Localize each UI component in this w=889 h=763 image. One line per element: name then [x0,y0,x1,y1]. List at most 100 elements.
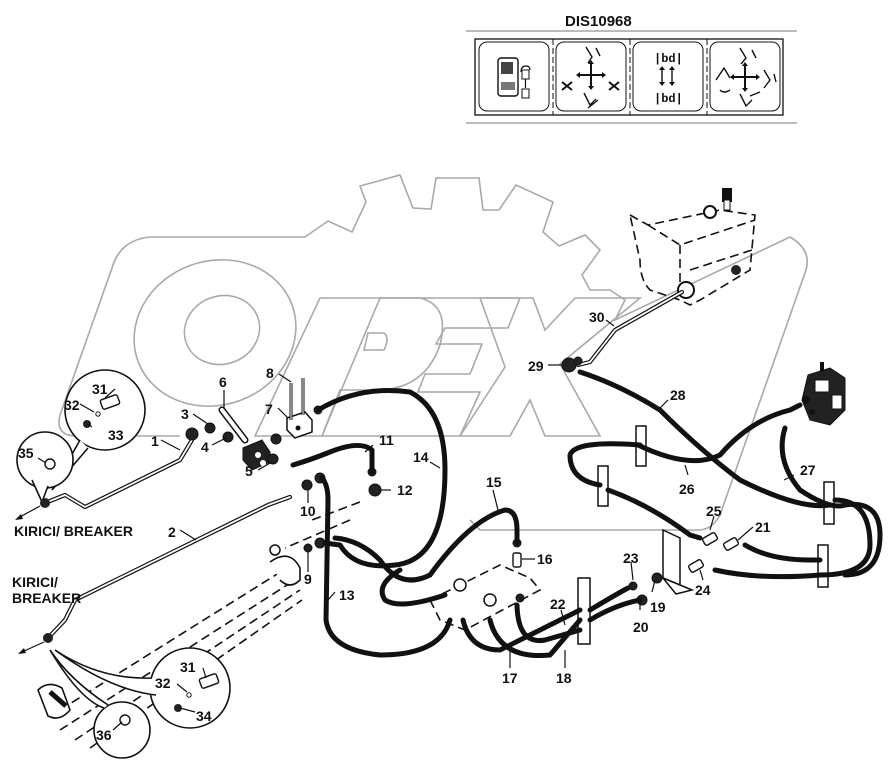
fitting-12 [368,483,382,497]
part-32a [95,411,101,417]
fitting-25 [701,532,719,546]
callout-22: 22 [550,596,566,612]
callout-36: 36 [96,727,112,743]
part-32b [186,692,192,698]
callout-32-bottom: 32 [155,675,171,691]
part-34 [174,704,182,712]
fitting-21 [722,537,740,551]
callout-33: 33 [108,427,124,443]
side-labels: KIRICI/ BREAKER KIRICI/ BREAKER [12,523,133,606]
breaker-label-bottom-line2: BREAKER [12,590,81,606]
callout-30: 30 [589,309,605,325]
callout-28: 28 [670,387,686,403]
excavator-controls-x-icon [555,41,627,112]
callouts: 1 2 3 4 5 6 7 8 9 10 11 12 13 14 15 16 1… [18,309,816,743]
callout-7: 7 [265,401,273,417]
callout-2: 2 [168,524,176,540]
fitting-16 [512,552,522,568]
breaker-label-bottom-line1: KIRICI/ [12,574,58,590]
control-valve-block [801,362,846,426]
fitting-9 [303,543,313,553]
fitting-17-top [515,593,525,603]
fitting-3 [204,422,216,434]
callout-3: 3 [181,406,189,422]
callout-5: 5 [245,463,253,479]
hose-21 [742,542,823,563]
svg-text:|bd|: |bd| [654,52,683,66]
opex-watermark [58,174,809,531]
callout-4: 4 [201,439,209,455]
detail-bubble-top [15,369,146,520]
callout-34: 34 [196,708,212,724]
callout-25: 25 [706,503,722,519]
callout-31-top: 31 [92,381,108,397]
callout-14: 14 [413,449,429,465]
hose-27 [779,425,883,578]
gear-outline [150,174,809,531]
callout-13: 13 [339,587,355,603]
hose-11 [290,443,375,475]
callout-32-top: 32 [64,397,80,413]
fitting-7a [270,433,282,445]
breaker-label-top: KIRICI/ BREAKER [14,523,133,539]
callout-29: 29 [528,358,544,374]
hose-28 [577,369,833,509]
callout-20: 20 [633,619,649,635]
svg-text:|bd|: |bd| [654,92,683,106]
callout-12: 12 [397,482,413,498]
hose-13 [319,475,453,658]
hoses [290,369,883,659]
hose-17 [460,607,583,653]
hose-22 [514,602,583,644]
drawing-number: DIS10968 [565,13,632,30]
clamp [817,544,829,588]
part-33 [83,420,91,428]
excavator-movements-icon [709,41,781,112]
fitting-5 [267,453,279,465]
callout-35: 35 [18,445,34,461]
callout-26: 26 [679,481,695,497]
callout-8: 8 [266,365,274,381]
fittings [185,356,740,606]
bulkhead-bracket [662,528,681,587]
part-36 [119,714,131,726]
hydraulic-tank [628,188,756,306]
callout-6: 6 [219,374,227,390]
leaders [37,319,795,731]
callout-27: 27 [800,462,816,478]
callout-18: 18 [556,670,572,686]
fitting-30-end [573,356,583,366]
hose-15 [332,507,520,583]
part-31b [198,673,220,689]
part-31a [99,394,121,410]
hose-15-loop [379,567,448,607]
callout-16: 16 [537,551,553,567]
hose-18 [487,617,583,659]
callout-10: 10 [300,503,316,519]
callout-21: 21 [755,519,771,535]
callout-9: 9 [304,571,312,587]
fitting-1 [185,427,199,441]
callout-15: 15 [486,474,502,490]
callout-11: 11 [379,432,394,448]
fitting-24 [687,559,705,573]
valve-assembly [242,378,313,471]
manifold-plate [428,564,542,631]
callout-23: 23 [623,550,639,566]
breaker-cylinder [37,501,361,749]
rigid-lines [42,289,685,641]
remote-control-lock-icon [478,41,550,112]
fitting-4 [222,431,234,443]
header: DIS10968 |b [466,13,797,124]
callout-17: 17 [502,670,518,686]
hose-14 [315,387,448,569]
fitting-10 [301,479,313,491]
hose-26 [635,402,803,464]
detail-bubble-bottom [18,633,231,759]
part-35 [44,458,56,470]
fitting-19 [651,572,663,584]
stabilizer-legs-icon: |bd| |bd| [632,41,704,112]
hose-24 [712,497,873,580]
callout-31-bottom: 31 [180,659,196,675]
